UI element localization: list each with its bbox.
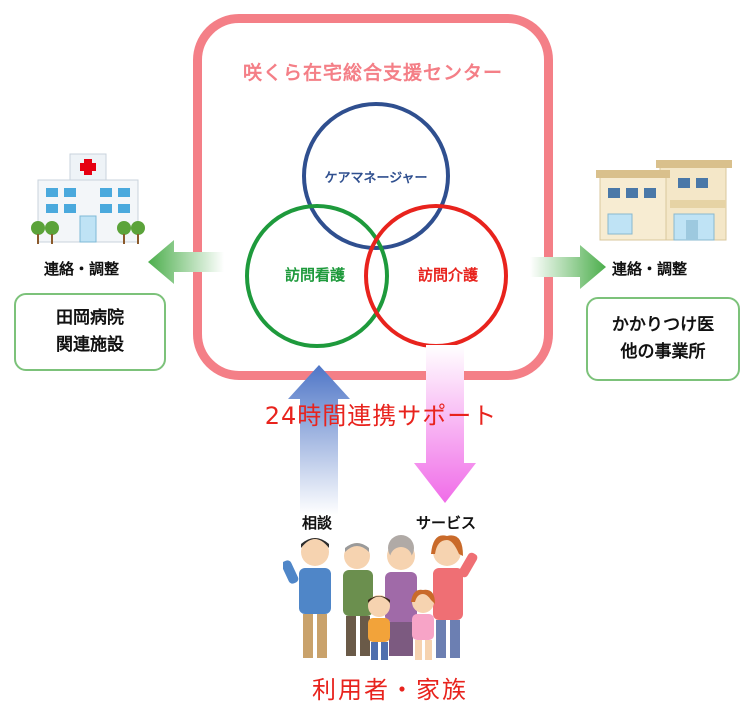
left-contact-label: 連絡・調整 <box>44 260 120 278</box>
right-contact-label: 連絡・調整 <box>612 260 688 278</box>
family-icon <box>283 535 478 660</box>
left-contact-arrow <box>148 240 224 284</box>
support-24h-text: 24時間連携サポート <box>264 402 498 430</box>
home-nursing-label: 訪問看護 <box>285 266 346 284</box>
home-nursing-circle <box>245 204 389 348</box>
support-center-title: 咲くら在宅総合支援センター <box>242 62 503 84</box>
clinic-icon <box>596 160 732 241</box>
partner-hospital-box: 田岡病院 関連施設 <box>14 293 166 371</box>
venn-diagram: ケアマネージャー 訪問看護 訪問介護 <box>245 102 508 348</box>
care-manager-circle <box>302 102 450 250</box>
consultation-label: 相談 <box>302 514 333 532</box>
care-manager-label: ケアマネージャー <box>324 171 427 186</box>
users-family-title: 利用者・家族 <box>312 676 468 704</box>
service-arrow <box>414 345 476 503</box>
support-center-frame <box>193 14 553 380</box>
right-contact-arrow <box>530 245 606 289</box>
clinic-box: かかりつけ医 他の事業所 <box>586 297 740 381</box>
consultation-arrow <box>288 365 350 515</box>
service-label: サービス <box>416 514 477 532</box>
home-care-label: 訪問介護 <box>418 266 479 284</box>
hospital-icon <box>31 153 145 244</box>
